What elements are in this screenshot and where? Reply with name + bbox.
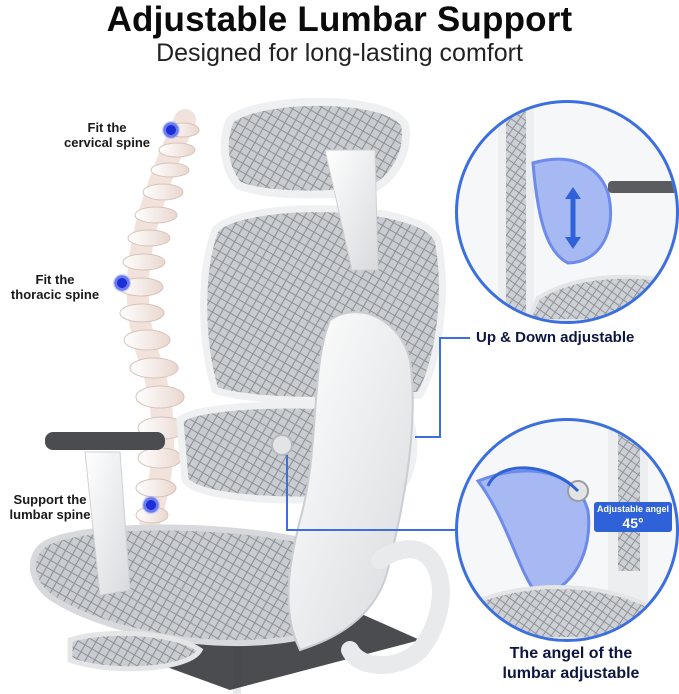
footrest — [67, 630, 204, 672]
label-thoracic-spine: Fit the thoracic spine — [10, 272, 100, 302]
cervical-marker-icon — [162, 121, 180, 139]
callout-up-down: Up & Down adjustable — [476, 329, 635, 346]
label-cervical-spine: Fit the cervical spine — [64, 120, 150, 150]
left-armrest — [45, 432, 165, 596]
headrest — [220, 97, 410, 199]
angle-badge: Adjustable angel 45° — [594, 502, 672, 532]
page-title: Adjustable Lumbar Support — [106, 0, 573, 39]
label-lumbar-spine: Support the lumbar spine — [9, 492, 91, 522]
detail-up-down-circle — [455, 100, 679, 324]
thoracic-marker-icon — [113, 274, 131, 292]
lumbar-up-down-detail — [498, 103, 676, 321]
angle-badge-value: 45° — [622, 515, 644, 531]
angle-badge-label: Adjustable angel — [596, 504, 669, 514]
page-subtitle: Designed for long-lasting comfort — [156, 39, 523, 67]
spine-graphic — [118, 109, 200, 531]
callout-angle: The angel of the lumbar adjustable — [502, 645, 640, 682]
lumbar-marker-icon — [142, 496, 160, 514]
